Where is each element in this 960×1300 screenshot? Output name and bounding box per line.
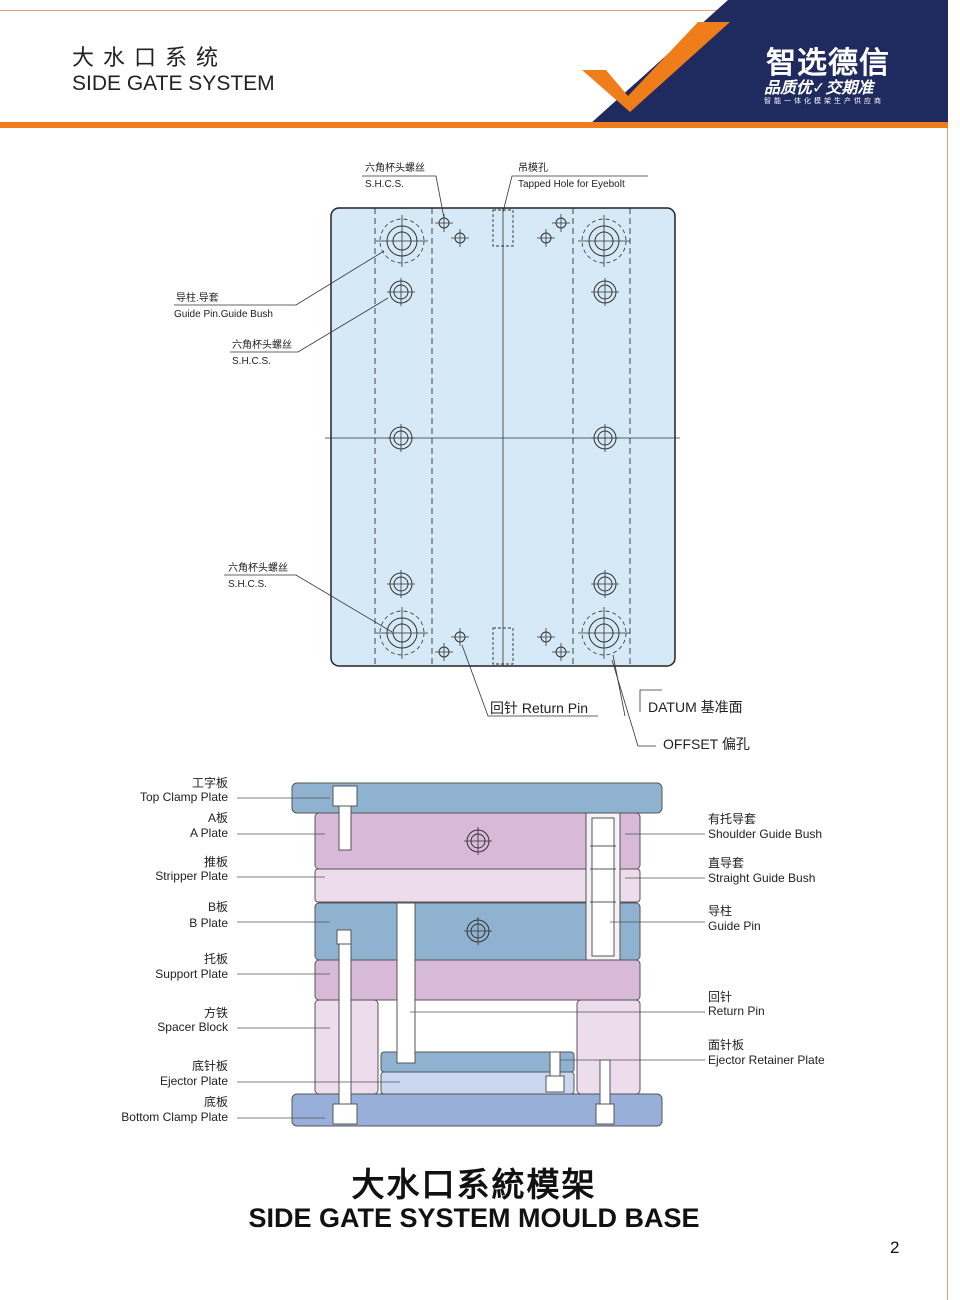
label-spacer-en: Spacer Block — [157, 1020, 229, 1034]
brand-name: 智选德信 — [766, 47, 890, 80]
page-number: 2 — [890, 1238, 900, 1257]
label-ejector-en: Ejector Plate — [160, 1074, 228, 1088]
label-a-plate-cn: A板 — [208, 811, 228, 825]
label-offset: OFFSET 偏孔 — [663, 736, 750, 752]
ejector-plate — [380, 1071, 575, 1095]
label-stripper-en: Stripper Plate — [155, 869, 228, 883]
drawing-title-cn: 大水口系統模架 — [351, 1166, 597, 1203]
label-shoulder-bush-en: Shoulder Guide Bush — [708, 827, 822, 841]
label-bottom-clamp-cn: 底板 — [204, 1094, 228, 1109]
brand-subtitle: 智能一体化模架生产供应商 — [764, 98, 884, 105]
header-title-en: SIDE GATE SYSTEM — [72, 72, 275, 95]
header-divider — [0, 122, 948, 128]
label-support-en: Support Plate — [155, 967, 228, 981]
brand-banner — [582, 0, 948, 124]
label-top-clamp-cn: 工字板 — [192, 775, 228, 790]
label-b-plate-en: B Plate — [189, 916, 228, 930]
label-shcs-top-en: S.H.C.S. — [365, 179, 404, 190]
label-a-plate-en: A Plate — [190, 826, 228, 840]
label-support-cn: 托板 — [204, 952, 228, 966]
label-retainer-cn: 面针板 — [708, 1037, 744, 1052]
label-guide-pin-en: Guide Pin — [708, 919, 761, 933]
label-eyebolt-cn: 吊模孔 — [518, 162, 548, 174]
header-title-cn: 大水口系统 — [72, 45, 228, 70]
label-stripper-cn: 推板 — [204, 855, 228, 869]
label-shcs-low-en: S.H.C.S. — [228, 579, 267, 590]
label-shoulder-bush-cn: 有托导套 — [708, 812, 756, 826]
eyebolt-hole-icon — [492, 209, 514, 665]
return-pin — [396, 902, 416, 1064]
label-shcs-low-cn: 六角杯头螺丝 — [228, 561, 288, 574]
label-straight-bush-en: Straight Guide Bush — [708, 871, 815, 885]
brand-slogan: 品质优✓交期准 — [764, 80, 874, 97]
label-shcs-top-cn: 六角杯头螺丝 — [365, 161, 425, 174]
label-spacer-cn: 方铁 — [204, 1005, 228, 1020]
guide-pin — [591, 817, 615, 957]
label-guide-cn: 导柱.导套 — [176, 291, 219, 304]
label-bottom-clamp-en: Bottom Clamp Plate — [121, 1110, 228, 1124]
label-datum: DATUM 基准面 — [648, 699, 743, 715]
label-guide-pin-cn: 导柱 — [708, 903, 732, 918]
label-eyebolt-en: Tapped Hole for Eyebolt — [518, 179, 625, 190]
mould-drawing: 六角杯头螺丝 S.H.C.S. 吊模孔 Tapped Hole for Eyeb… — [121, 161, 825, 1127]
label-shcs-mid-cn: 六角杯头螺丝 — [232, 338, 292, 351]
stripper-plate — [314, 868, 641, 903]
label-straight-bush-cn: 直导套 — [708, 856, 744, 870]
support-plate — [314, 959, 641, 1001]
label-b-plate-cn: B板 — [208, 900, 228, 914]
page-frame-right — [947, 10, 948, 1300]
label-shcs-mid-en: S.H.C.S. — [232, 356, 271, 367]
plan-view: 六角杯头螺丝 S.H.C.S. 吊模孔 Tapped Hole for Eyeb… — [174, 161, 750, 752]
label-retainer-en: Ejector Retainer Plate — [708, 1053, 825, 1067]
drawing-title-en: SIDE GATE SYSTEM MOULD BASE — [248, 1203, 700, 1233]
label-guide-en: Guide Pin.Guide Bush — [174, 309, 273, 320]
label-ejector-cn: 底针板 — [192, 1058, 228, 1073]
page-frame-top — [0, 10, 948, 11]
label-return-pin: 回针 Return Pin — [490, 700, 588, 716]
checkmark-icon — [582, 22, 730, 112]
label-top-clamp-en: Top Clamp Plate — [140, 790, 228, 804]
bottom-clamp-plate — [291, 1093, 663, 1127]
label-return-pin-en: Return Pin — [708, 1004, 765, 1018]
label-return-pin-cn: 回针 — [708, 989, 732, 1004]
